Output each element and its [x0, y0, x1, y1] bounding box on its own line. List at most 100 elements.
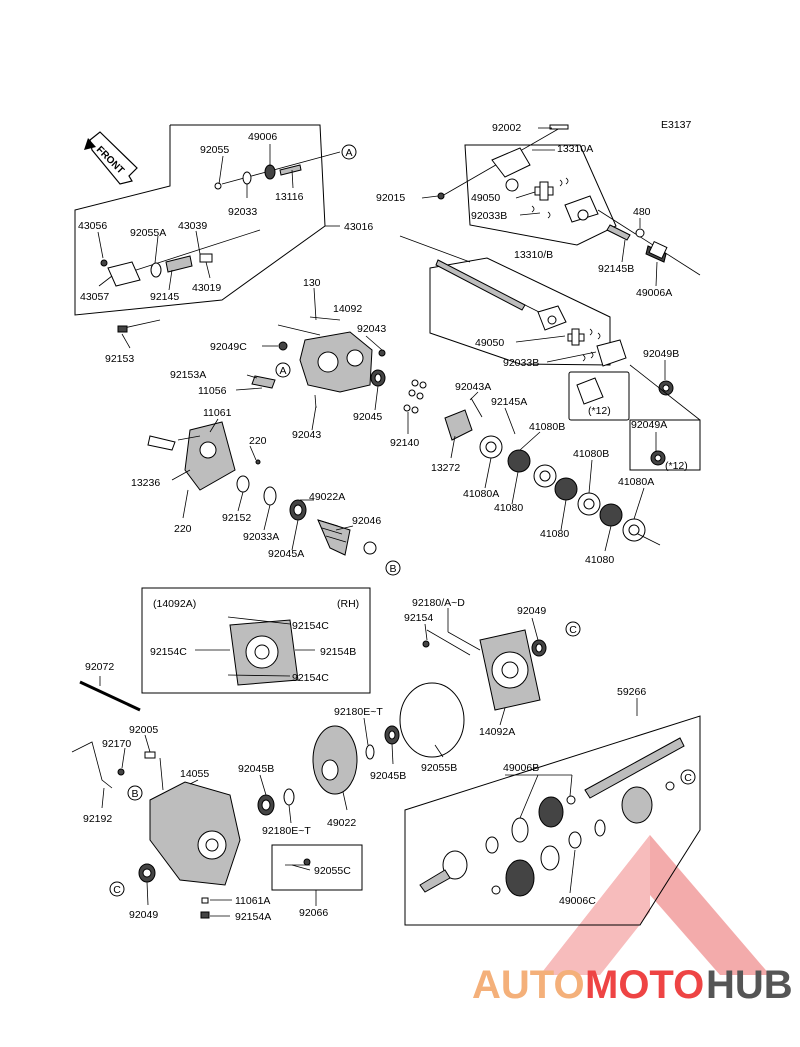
- front-shaft-group: [74, 124, 341, 333]
- label-13116: 13116: [275, 191, 304, 203]
- label-14055: 14055: [180, 768, 209, 780]
- ref-circle-c1: C: [565, 621, 581, 637]
- note-12-b: (*12): [665, 460, 688, 472]
- label-92154c-2: 92154C: [150, 646, 187, 658]
- svg-text:C: C: [684, 772, 692, 784]
- label-92045b: 92045B: [238, 763, 274, 775]
- label-92033b: 92033B: [471, 210, 507, 222]
- label-92153: 92153: [105, 353, 134, 365]
- svg-text:C: C: [569, 624, 577, 636]
- label-92170: 92170: [102, 738, 131, 750]
- label-92045: 92045: [353, 411, 382, 423]
- drive-shaft-box: [404, 715, 701, 926]
- label-43019: 43019: [192, 282, 221, 294]
- label-43016: 43016: [344, 221, 373, 233]
- watermark-hub: HUB: [706, 963, 793, 1007]
- label-41080b: 41080B: [529, 421, 565, 433]
- label-92145b: 92145B: [598, 263, 634, 275]
- label-92033a: 92033A: [243, 531, 279, 543]
- label-92049-b: 92049: [129, 909, 158, 921]
- cover-and-pinion-group: [147, 421, 377, 556]
- diagram-code: E3137: [661, 119, 692, 131]
- rh-box-side: (RH): [337, 598, 359, 610]
- label-49006: 49006: [248, 131, 277, 143]
- label-92043: 92043: [357, 323, 386, 335]
- label-49022a: 49022A: [309, 491, 345, 503]
- label-49006c: 49006C: [559, 895, 596, 907]
- label-92154a: 92154A: [235, 911, 271, 923]
- svg-text:A: A: [345, 147, 352, 159]
- label-92180-a-d: 92180/A~D: [412, 597, 465, 609]
- svg-text:B: B: [389, 563, 396, 575]
- svg-text:B: B: [131, 788, 138, 800]
- label-92045b-b: 92045B: [370, 770, 406, 782]
- label-43056: 43056: [78, 220, 107, 232]
- label-92145a: 92145A: [491, 396, 527, 408]
- label-13310b: 13310/B: [514, 249, 553, 261]
- label-59266: 59266: [617, 686, 646, 698]
- label-92005: 92005: [129, 724, 158, 736]
- label-92152: 92152: [222, 512, 251, 524]
- label-43039: 43039: [178, 220, 207, 232]
- label-92140: 92140: [390, 437, 419, 449]
- rh-case-box: [141, 587, 371, 694]
- label-92015: 92015: [376, 192, 405, 204]
- upper-case-group: [251, 316, 483, 441]
- part-labels: 92002 13310A 92015 49050 92033B 480 9214…: [78, 122, 688, 923]
- rh-box-title: (14092A): [153, 598, 196, 610]
- watermark: AUTO MOTO HUB: [472, 963, 793, 1007]
- leader-lines: [97, 127, 666, 917]
- watermark-logo: [540, 835, 770, 975]
- propeller-shaft-group: [437, 124, 701, 276]
- label-92055c: 92055C: [314, 865, 351, 877]
- label-13272: 13272: [431, 462, 460, 474]
- label-92049: 92049: [517, 605, 546, 617]
- label-92046: 92046: [352, 515, 381, 527]
- label-92033b-b: 92033B: [503, 357, 539, 369]
- ref-circle-a1: A: [341, 144, 357, 160]
- label-92192: 92192: [83, 813, 112, 825]
- label-92154c-3: 92154C: [292, 672, 329, 684]
- label-92055b: 92055B: [421, 762, 457, 774]
- label-14092a: 14092A: [479, 726, 515, 738]
- label-92002: 92002: [492, 122, 521, 134]
- ref-circle-a2: A: [275, 362, 291, 378]
- label-92045a: 92045A: [268, 548, 304, 560]
- label-49050: 49050: [471, 192, 500, 204]
- label-41080b-b: 41080B: [573, 448, 609, 460]
- label-13310a: 13310A: [557, 143, 593, 155]
- label-14092: 14092: [333, 303, 362, 315]
- label-92043-b: 92043: [292, 429, 321, 441]
- label-92072: 92072: [85, 661, 114, 673]
- label-92154c-1: 92154C: [292, 620, 329, 632]
- shaft-assembly-b: [399, 235, 701, 471]
- label-92055: 92055: [200, 144, 229, 156]
- note-12-a: (*12): [588, 405, 611, 417]
- label-92049c: 92049C: [210, 341, 247, 353]
- right-case-group: [399, 629, 547, 758]
- label-92154: 92154: [404, 612, 433, 624]
- front-arrow-icon: FRONT: [84, 131, 138, 185]
- svg-text:A: A: [279, 365, 286, 377]
- label-92033: 92033: [228, 206, 257, 218]
- label-41080a: 41080A: [463, 488, 499, 500]
- clutch-plates: [479, 435, 661, 546]
- ref-circle-b2: B: [127, 785, 143, 801]
- label-43057: 43057: [80, 291, 109, 303]
- ref-circle-c3: C: [109, 881, 125, 897]
- label-11061: 11061: [203, 407, 232, 419]
- label-41080-c: 41080: [585, 554, 614, 566]
- label-49022: 49022: [327, 817, 356, 829]
- label-92049b: 92049B: [643, 348, 679, 360]
- label-92180e-t-b: 92180E~T: [262, 825, 311, 837]
- label-11061a: 11061A: [235, 895, 270, 907]
- label-41080: 41080: [494, 502, 523, 514]
- label-130: 130: [303, 277, 321, 289]
- label-92055a: 92055A: [130, 227, 166, 239]
- watermark-auto: AUTO: [472, 963, 585, 1007]
- label-41080a-b: 41080A: [618, 476, 654, 488]
- label-92066: 92066: [299, 907, 328, 919]
- svg-text:C: C: [113, 884, 121, 896]
- label-49006a: 49006A: [636, 287, 672, 299]
